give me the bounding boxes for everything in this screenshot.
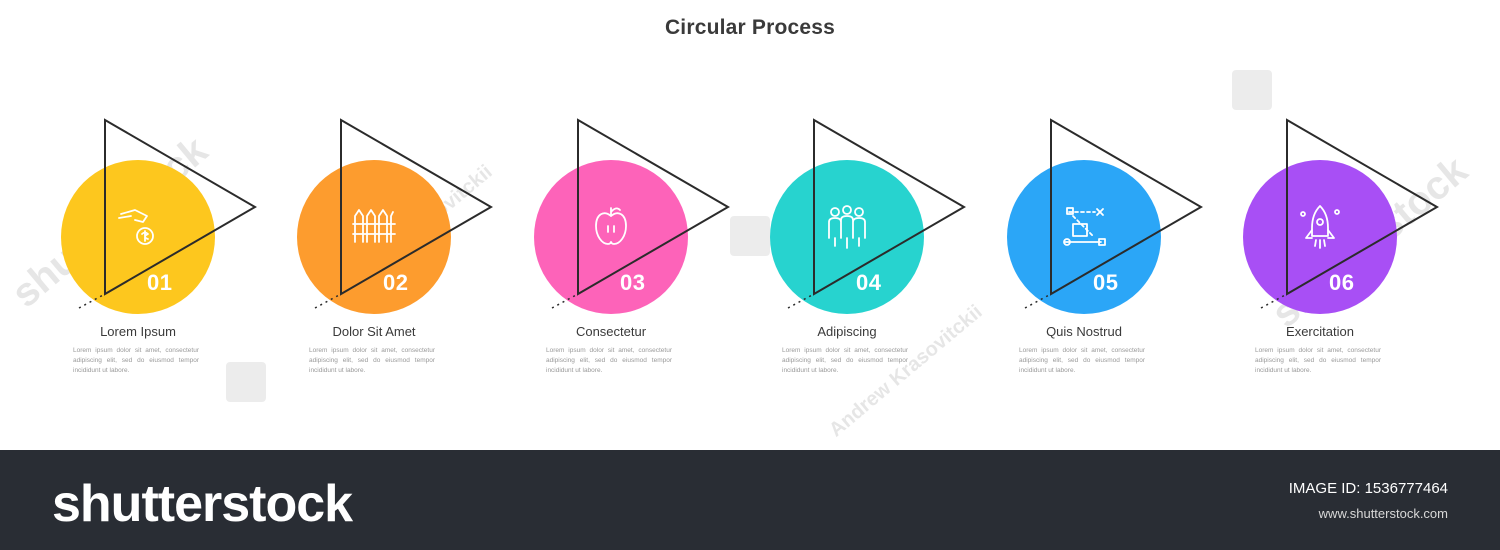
path-icon: [1063, 207, 1106, 246]
team-icon: [828, 205, 866, 249]
step-number: 01: [147, 270, 173, 295]
step-description: Lorem ipsum dolor sit amet, consectetur …: [546, 347, 672, 374]
step-dotted-tail: [1260, 293, 1288, 309]
fence-icon: [352, 209, 396, 243]
step-dotted-tail: [314, 293, 342, 309]
step-description: Lorem ipsum dolor sit amet, consectetur …: [73, 347, 199, 374]
step-arrow-graphic: [770, 118, 966, 314]
step-arrow-graphic: [61, 118, 257, 314]
image-id: IMAGE ID: 1536777464: [1288, 480, 1448, 497]
step-triangle-outline: [104, 118, 257, 296]
step-dotted-tail: [787, 293, 815, 309]
shutterstock-logo: shutterstock: [52, 475, 353, 533]
page-title: Circular Process: [664, 16, 836, 39]
step-number: 06: [1329, 270, 1355, 295]
step-circle: [1007, 160, 1161, 314]
footer-bar: shutterstock IMAGE ID: 1536777464 www.sh…: [0, 450, 1500, 550]
step-circle: [1243, 160, 1397, 314]
step-label: Dolor Sit Amet: [332, 324, 416, 339]
step-description: Lorem ipsum dolor sit amet, consectetur …: [1255, 347, 1381, 374]
rocket-icon: [1300, 205, 1340, 249]
step-triangle-outline: [813, 118, 966, 296]
step-dotted-tail: [1024, 293, 1052, 309]
step-label: Exercitation: [1286, 324, 1354, 339]
hand-coin-icon: [118, 209, 154, 245]
step-dotted-tail: [78, 293, 106, 309]
step-description: Lorem ipsum dolor sit amet, consectetur …: [1019, 347, 1145, 374]
step-circle: [297, 160, 451, 314]
watermark-mark-1: [1232, 70, 1272, 110]
step-number: 02: [383, 270, 409, 295]
step-triangle-outline: [1050, 118, 1203, 296]
step-triangle-outline: [340, 118, 493, 296]
site-url: www.shutterstock.com: [1318, 506, 1448, 521]
watermark-mark-2: [730, 216, 770, 256]
step-circle: [534, 160, 688, 314]
step-label: Consectetur: [575, 324, 647, 339]
step-label: Lorem Ipsum: [100, 324, 176, 339]
apple-icon: [595, 207, 627, 245]
step-arrow-graphic: [534, 118, 730, 314]
step-label: Quis Nostrud: [1046, 324, 1122, 339]
step-circle: [61, 160, 215, 314]
step-triangle-outline: [577, 118, 730, 296]
watermark-mark-3: [226, 362, 266, 402]
step-arrow-graphic: [1007, 118, 1203, 314]
step-arrow-graphic: [1243, 118, 1439, 314]
step-circle: [770, 160, 924, 314]
step-number: 03: [620, 270, 646, 295]
step-dotted-tail: [551, 293, 579, 309]
step-description: Lorem ipsum dolor sit amet, consectetur …: [782, 347, 908, 374]
step-description: Lorem ipsum dolor sit amet, consectetur …: [309, 347, 435, 374]
infographic-canvas: Circular Process shutterstock Andrew Kra…: [3, 16, 1476, 442]
step-number: 05: [1093, 270, 1119, 295]
step-arrow-graphic: [297, 118, 493, 314]
step-label: Adipiscing: [817, 324, 877, 339]
step-triangle-outline: [1286, 118, 1439, 296]
step-number: 04: [856, 270, 882, 295]
